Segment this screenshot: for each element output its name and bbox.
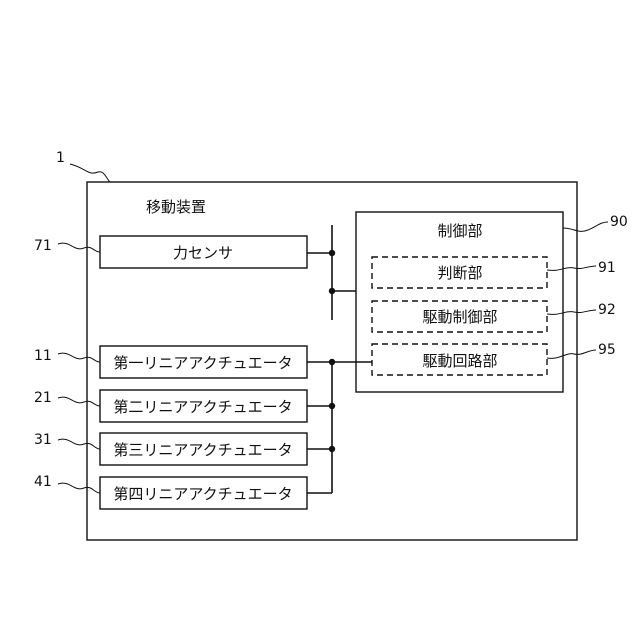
controller-label: 制御部 — [437, 222, 482, 240]
drive-control-unit-label: 駆動制御部 — [422, 308, 497, 326]
drive-control-unit-ref: 92 — [598, 302, 616, 318]
judgment-unit-label: 判断部 — [437, 264, 482, 282]
junction-dot — [329, 250, 335, 256]
actuator-3-label: 第三リニアアクチュエータ — [113, 441, 292, 459]
actuator-4-ref: 41 — [34, 474, 52, 490]
junction-dot — [329, 403, 335, 409]
actuator-2-ref: 21 — [34, 390, 52, 406]
force-sensor-ref: 71 — [34, 238, 52, 254]
junction-dot — [329, 288, 335, 294]
junction-dot — [329, 446, 335, 452]
actuator-2-label: 第二リニアアクチュエータ — [113, 398, 292, 416]
junction-dot — [329, 359, 335, 365]
drive-circuit-unit-label: 駆動回路部 — [422, 352, 497, 370]
judgment-unit-ref: 91 — [598, 260, 616, 276]
actuator-1-label: 第一リニアアクチュエータ — [113, 354, 292, 372]
moving-device-leader — [70, 164, 110, 182]
actuator-1-ref: 11 — [34, 348, 52, 364]
moving-device-ref: 1 — [56, 150, 65, 166]
actuator-4-label: 第四リニアアクチュエータ — [113, 485, 292, 503]
drive-circuit-unit-ref: 95 — [598, 342, 616, 358]
force-sensor-label: 力センサ — [173, 244, 233, 262]
controller-ref: 90 — [610, 214, 628, 230]
moving-device-title: 移動装置 — [146, 198, 206, 216]
actuator-3-ref: 31 — [34, 432, 52, 448]
